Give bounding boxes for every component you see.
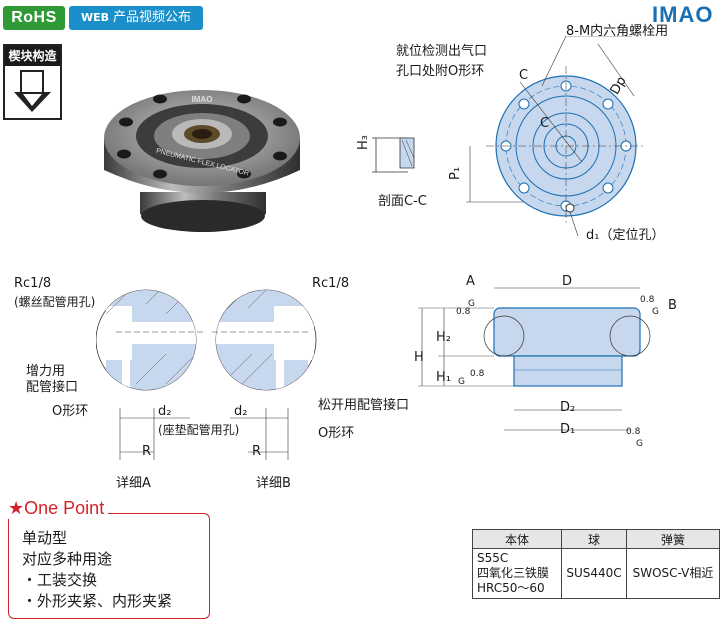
bolt-callout: 8-M内六角螺栓用	[566, 24, 669, 39]
product-logo: IMAO	[192, 95, 213, 104]
detail-a-caption: 详细A	[116, 476, 151, 491]
g-label-3: G	[652, 307, 659, 317]
c-label-bottom: C	[540, 116, 550, 131]
detail-b-port: 松开用配管接口	[318, 398, 410, 413]
detail-a-oring: O形环	[52, 404, 89, 419]
cell-ball: SUS440C	[561, 548, 627, 599]
side-a-label: A	[466, 274, 475, 289]
g-label-1: G	[468, 299, 475, 309]
table-header-row: 本体 球 弹簧	[472, 529, 720, 549]
detail-a-port-line2: 配管接口	[26, 380, 79, 395]
detail-b-r: R	[252, 444, 262, 459]
product-photo: IMAO PNEUMATIC FLEX LOCATOR	[104, 90, 300, 232]
one-point-line-1: 单动型	[22, 529, 68, 547]
detail-b-rc: Rc1/8	[312, 276, 350, 291]
c-label-top: C	[519, 68, 529, 83]
wedge-title: 楔块构造	[5, 46, 60, 66]
detail-a-d2: d₂	[158, 404, 172, 419]
roughness-3: 0.8	[640, 295, 655, 305]
roughness-4: 0.8	[626, 427, 641, 437]
detail-b-d2: d₂	[234, 404, 248, 419]
wedge-arrow-icon	[14, 70, 51, 112]
side-view-drawing	[418, 287, 651, 431]
header-body: 本体	[472, 529, 562, 549]
one-point-box	[8, 513, 210, 619]
detail-a-port-line1: 增力用	[26, 364, 66, 379]
one-point-line-3: ・工装交换	[22, 571, 98, 589]
side-h-label: H	[414, 350, 424, 365]
side-h2-label: H₂	[436, 330, 451, 345]
header-ball: 球	[561, 529, 627, 549]
star-icon: ★	[8, 498, 25, 518]
detail-b-oring: O形环	[318, 426, 355, 441]
brand-logo: IMAO	[652, 2, 714, 27]
sensor-callout-line1: 就位检测出气口	[396, 44, 488, 59]
h3-label: H₃	[356, 135, 371, 150]
detail-a-rc-note: (螺丝配管用孔)	[14, 295, 96, 309]
one-point-line-4: ・外形夹紧、内形夹紧	[22, 592, 173, 610]
side-h1-label: H₁	[436, 370, 451, 385]
side-d1-label: D₁	[560, 422, 576, 437]
header-spring: 弹簧	[626, 529, 720, 549]
detail-b-drawing	[212, 289, 317, 391]
roughness-1: 0.8	[456, 307, 471, 317]
table-row: S55C 四氧化三铁膜 HRC50～60 SUS440C SWOSC-V相近	[472, 548, 720, 599]
section-cc-drawing	[372, 137, 415, 173]
cell-spring: SWOSC-V相近	[626, 548, 720, 599]
rohs-badge: RoHS	[3, 6, 65, 30]
detail-dimension-lines	[119, 408, 289, 460]
sensor-callout-line2: 孔口处附O形环	[396, 64, 485, 79]
side-d-label: D	[562, 274, 573, 289]
side-b-label: B	[668, 298, 677, 313]
detail-a-rc: Rc1/8	[14, 276, 52, 291]
cell-body: S55C 四氧化三铁膜 HRC50～60	[472, 548, 562, 599]
g-label-2: G	[458, 377, 465, 387]
top-view-drawing	[466, 36, 646, 237]
roughness-2: 0.8	[470, 369, 485, 379]
one-point-line-2: 对应多种用途	[22, 550, 113, 568]
d1-note: d₁（定位孔）	[586, 228, 665, 243]
wedge-structure-badge: 楔块构造	[3, 44, 62, 120]
detail-a-drawing	[96, 289, 206, 391]
section-cc-label: 剖面C-C	[378, 194, 427, 209]
detail-b-caption: 详细B	[256, 476, 291, 491]
side-d2-label: D₂	[560, 400, 576, 415]
material-table: 本体 球 弹簧 S55C 四氧化三铁膜 HRC50～60 SUS440C SWO…	[472, 529, 720, 599]
one-point-title: ★One Point	[8, 498, 109, 519]
detail-a-r: R	[142, 444, 152, 459]
g-label-4: G	[636, 439, 643, 449]
detail-a-d2-note: (座垫配管用孔)	[158, 423, 240, 437]
